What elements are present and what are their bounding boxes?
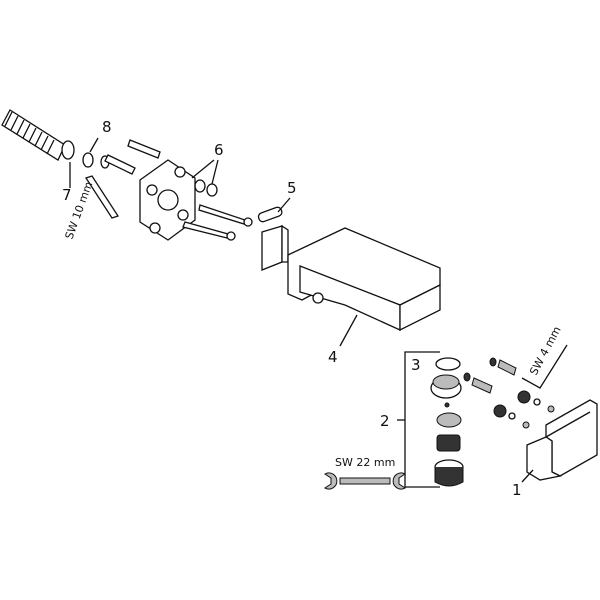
screws-and-nuts [463,357,555,429]
label-6: 6 [214,141,224,159]
hex-key-4mm-label: SW 4 mm [527,324,563,377]
label-8: 8 [102,118,112,136]
label-1: 1 [512,481,522,499]
wrench-22mm-label: SW 22 mm [335,456,395,469]
aerator-parts [430,357,464,487]
threaded-studs [104,139,161,175]
hex-key-10mm [84,175,120,219]
label-4: 4 [328,348,338,366]
label-7: 7 [62,186,72,204]
label-3: 3 [411,356,421,374]
part-1-cover [526,399,598,481]
part-4-spout [287,227,441,332]
label-2: 2 [380,412,390,430]
hex-key-4mm [521,344,568,389]
wrench-22mm [324,472,406,490]
part-5-connector [257,206,289,271]
part-6-mounting-plate [139,159,253,241]
part-7-hose [1,109,75,161]
part-8-washer [82,152,94,168]
label-5: 5 [287,179,297,197]
